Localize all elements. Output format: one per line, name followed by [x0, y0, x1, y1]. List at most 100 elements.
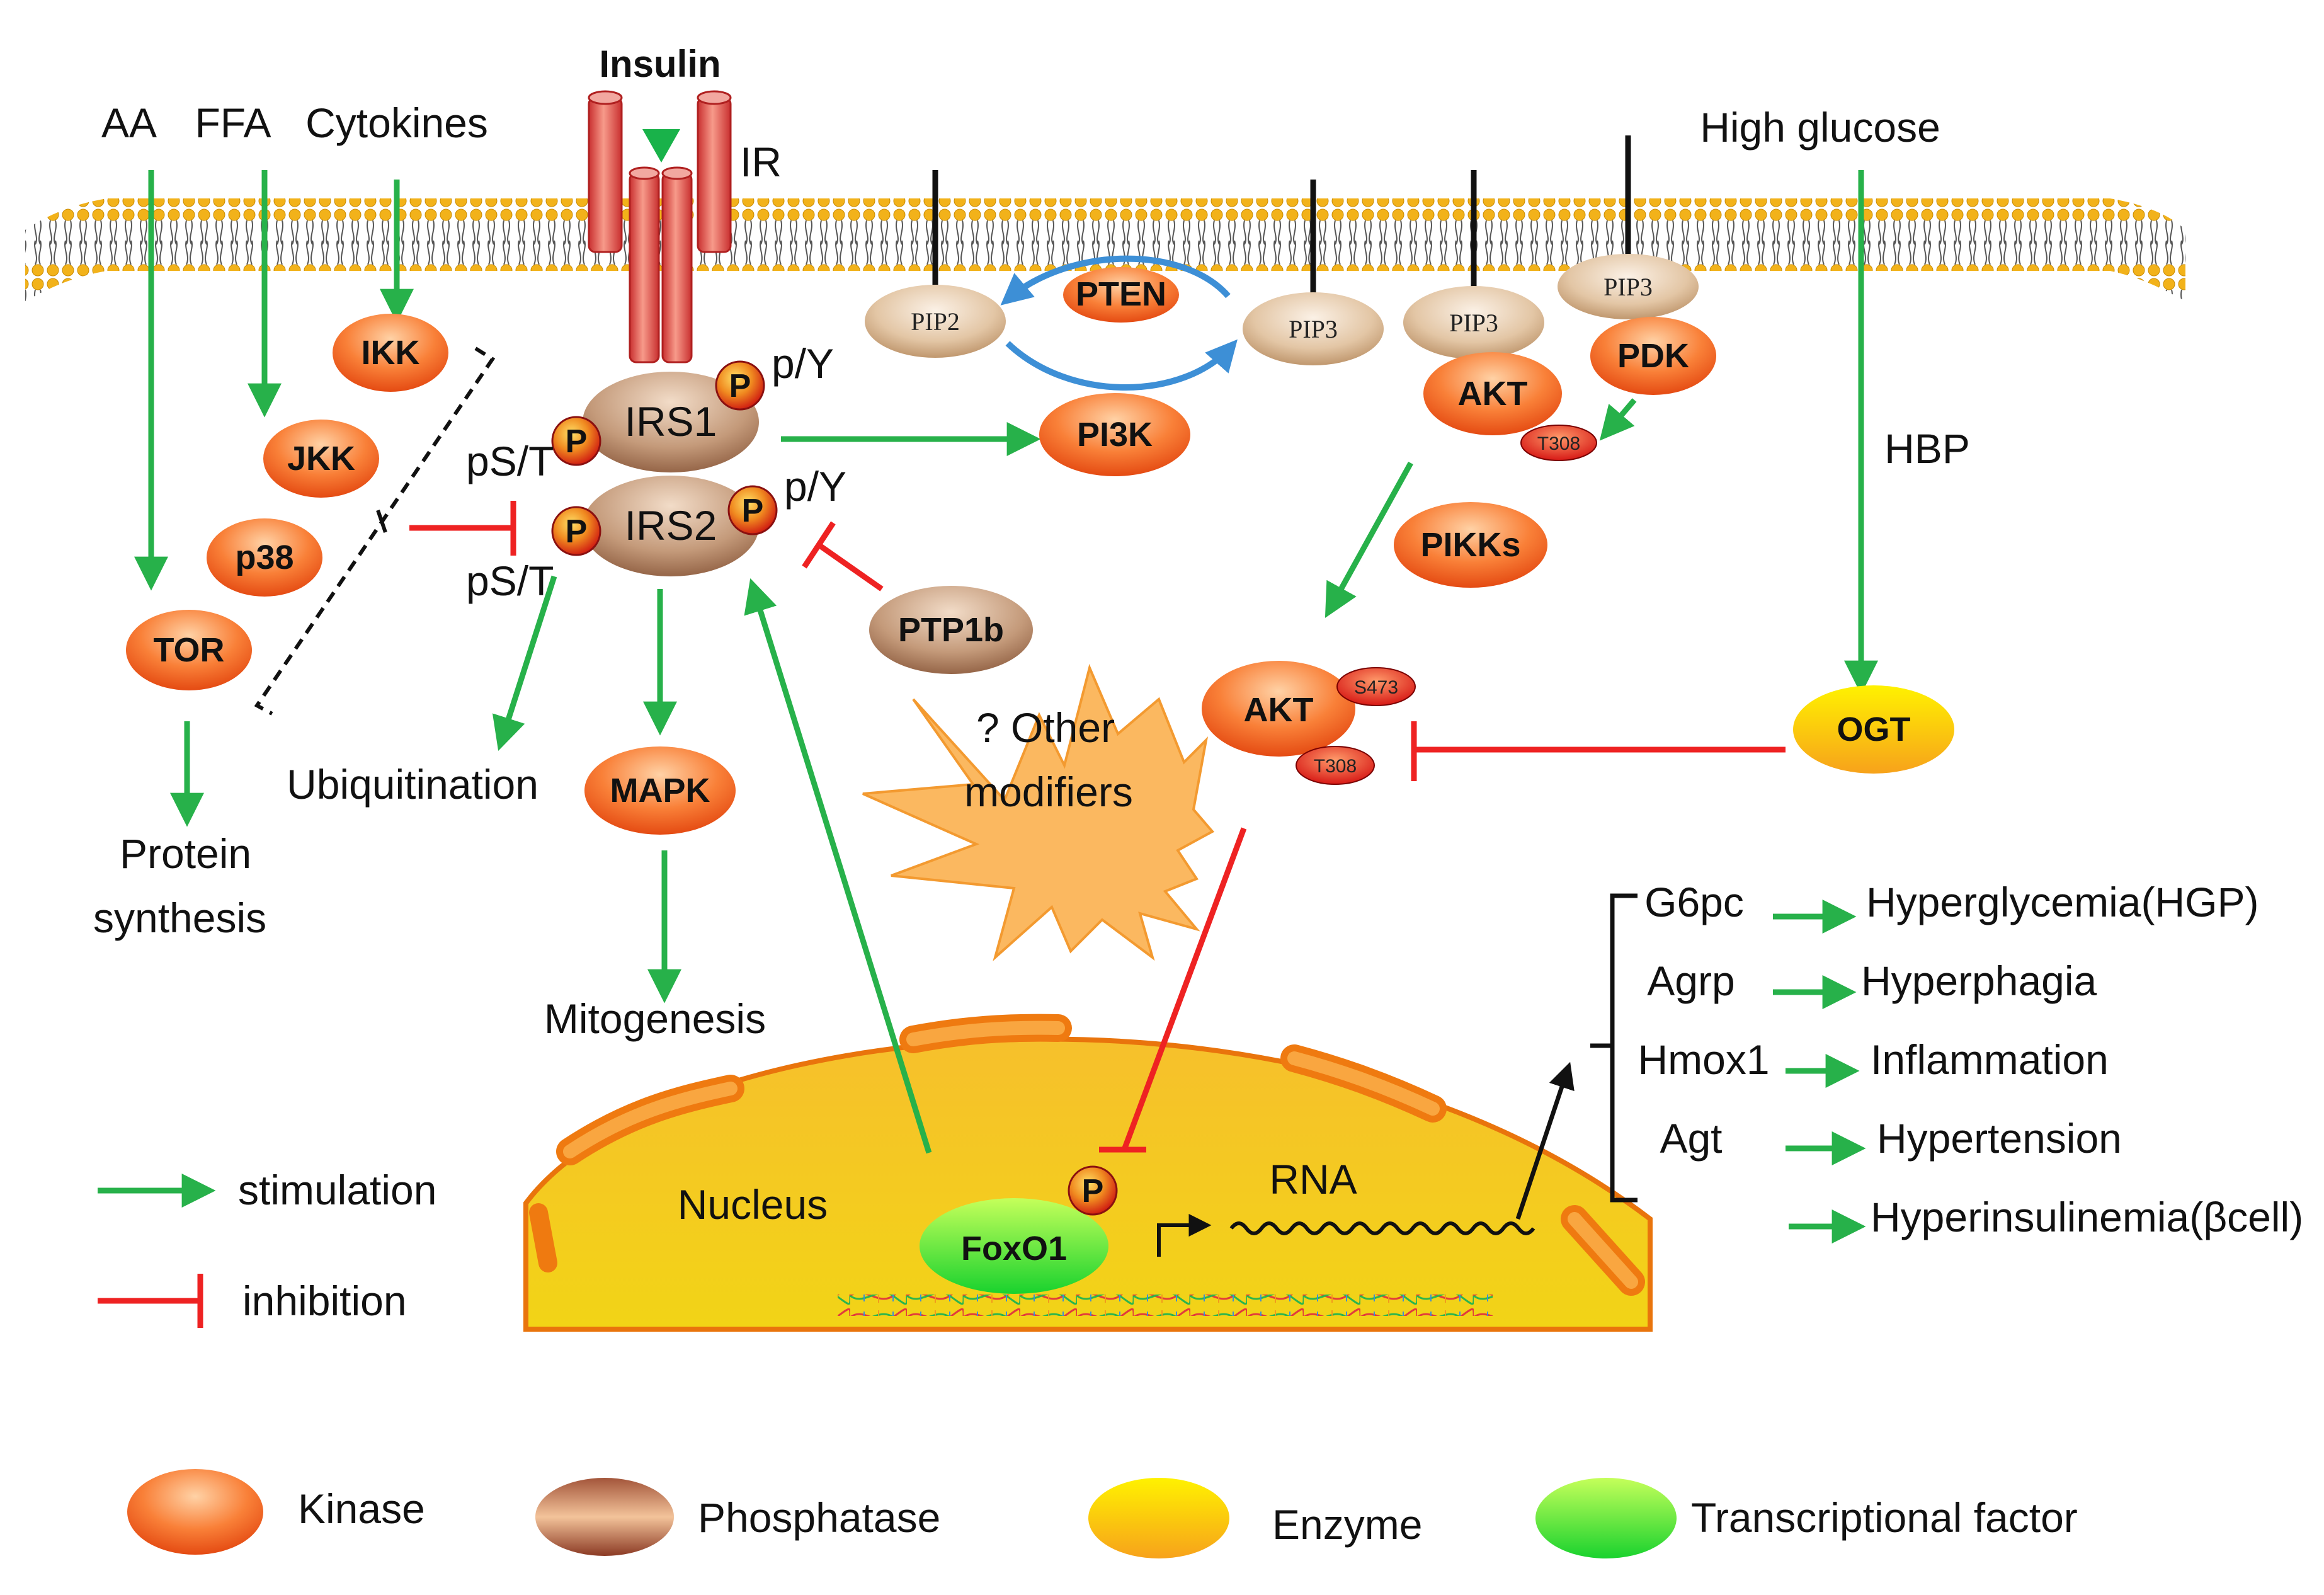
ogt-node: OGT — [1793, 685, 1954, 774]
ikk-label: IKK — [362, 334, 420, 372]
rna-strand — [1229, 1221, 1535, 1235]
effect-label: Hyperglycemia(HGP) — [1866, 879, 2258, 925]
ptp1b-inhibit-irs-bar — [802, 521, 836, 569]
pikks-label: PIKKs — [1420, 526, 1520, 564]
pip2-node: PIP2 — [865, 285, 1006, 358]
mitogenesis-label: Mitogenesis — [544, 995, 766, 1042]
irs2-node: IRS2 — [583, 476, 759, 576]
ogt-label: OGT — [1837, 711, 1911, 748]
phospho-label: P — [729, 368, 751, 404]
rna-label: RNA — [1269, 1156, 1357, 1203]
insulin-receptor — [588, 90, 732, 363]
high-glucose-label: High glucose — [1700, 104, 1940, 151]
legend-stimulation-label: stimulation — [238, 1167, 436, 1213]
pdk-node: PDK — [1590, 317, 1716, 395]
mapk-node: MAPK — [584, 746, 736, 835]
pdk-to-t308-arrow — [1599, 398, 1637, 441]
irs1-py-phospho: P — [715, 360, 765, 411]
akt-membrane-label: AKT — [1458, 375, 1528, 413]
bracket-tick — [376, 510, 387, 533]
other-modifiers-burst: ? Other modifiers — [862, 663, 1215, 961]
pip3-akt-node: PIP3 — [1403, 286, 1544, 359]
irs1-py-label: p/Y — [772, 340, 834, 387]
other-modifiers-line1: ? Other — [976, 704, 1115, 751]
target-gene-row: Hyperinsulinemia(βcell) — [1789, 1194, 2303, 1243]
target-gene-row: Hmox1 Inflammation — [1638, 1036, 2109, 1088]
ir-label: IR — [740, 139, 782, 185]
foxo1-to-irs-arrow — [744, 578, 932, 1154]
legend-transcriptional-factor: Transcriptional factor — [1535, 1478, 2078, 1558]
ptp1b-label: PTP1b — [898, 611, 1004, 649]
phospho-label: P — [742, 493, 764, 529]
target-genes-bracket — [1590, 893, 1638, 1203]
gene-label: Agt — [1660, 1115, 1722, 1162]
effect-label: Hypertension — [1877, 1115, 2122, 1162]
phospho-label: P — [566, 513, 588, 550]
rna-to-targets-arrow — [1515, 1061, 1575, 1220]
pikks-node: PIKKs — [1394, 502, 1547, 588]
pip3-label: PIP3 — [1603, 273, 1653, 301]
effect-label: Hyperinsulinemia(βcell) — [1871, 1194, 2303, 1240]
pip3-pdk-node: PIP3 — [1558, 254, 1699, 319]
foxo1-label: FoxO1 — [961, 1230, 1067, 1267]
irs1-node: IRS1 — [583, 372, 759, 472]
irs1-pst-label: pS/T — [466, 438, 554, 484]
legend-enzyme-label: Enzyme — [1272, 1501, 1422, 1548]
ptp1b-node: PTP1b — [869, 586, 1033, 674]
tor-node: TOR — [126, 610, 252, 690]
irs-to-ubiquitination-arrow — [492, 575, 557, 751]
aa-label: AA — [101, 100, 157, 146]
irs2-pst-phospho: P — [551, 506, 601, 556]
transcription-start-arrow — [1157, 1214, 1212, 1257]
effect-label: Inflammation — [1871, 1036, 2109, 1083]
irs2-py-label: p/Y — [784, 463, 846, 510]
phospho-label: P — [1082, 1173, 1104, 1209]
protein-synthesis-line1: Protein — [120, 830, 251, 877]
jkk-label: JKK — [287, 440, 355, 477]
ikk-node: IKK — [333, 314, 448, 392]
pi3k-node: PI3K — [1039, 393, 1190, 476]
effect-label: Hyperphagia — [1861, 958, 2097, 1004]
t308-label: T308 — [1314, 756, 1357, 777]
pdk-label: PDK — [1617, 337, 1689, 375]
legend-enzyme: Enzyme — [1088, 1478, 1422, 1558]
mapk-label: MAPK — [610, 772, 710, 809]
akt-inhibit-foxo1-line — [1121, 827, 1247, 1151]
p38-label: p38 — [235, 539, 293, 576]
pip3-label: PIP3 — [1449, 309, 1498, 337]
target-gene-row: Agt Hypertension — [1660, 1115, 2122, 1165]
insulin-label: Insulin — [599, 43, 721, 85]
foxo1-node: FoxO1 — [920, 1198, 1108, 1294]
phospho-label: P — [566, 423, 588, 460]
legend-inhibition-label: inhibition — [242, 1278, 407, 1324]
tor-label: TOR — [153, 631, 224, 669]
irs1-label: IRS1 — [625, 398, 717, 445]
insulin-ligand-triangle — [642, 129, 680, 163]
pten-node: PTEN — [1063, 267, 1179, 323]
legend-kinase: Kinase — [127, 1469, 425, 1555]
irs2-py-phospho: P — [727, 485, 778, 535]
pten-label: PTEN — [1076, 275, 1166, 313]
pip3-label: PIP3 — [1289, 315, 1338, 343]
pip3-pten-node: PIP3 — [1243, 292, 1384, 365]
ubiquitination-label: Ubiquitination — [287, 761, 538, 808]
legend-phosphatase-label: Phosphatase — [698, 1494, 940, 1541]
legend-transcriptional-factor-label: Transcriptional factor — [1691, 1494, 2078, 1541]
stress-kinase-bracket — [254, 346, 496, 716]
pi3k-label: PI3K — [1077, 416, 1153, 454]
other-modifiers-line2: modifiers — [964, 769, 1133, 815]
legend-kinase-label: Kinase — [298, 1485, 425, 1532]
protein-synthesis-line2: synthesis — [93, 895, 266, 941]
irs2-pst-label: pS/T — [466, 557, 554, 604]
pten-cycle — [1000, 255, 1238, 391]
cell-membrane — [25, 198, 2185, 301]
akt-activation-arrow — [1324, 461, 1413, 619]
s473-tag: S473 — [1336, 667, 1416, 706]
target-gene-row: Agrp Hyperphagia — [1647, 958, 2097, 1009]
hbp-label: HBP — [1884, 425, 1970, 472]
ffa-label: FFA — [195, 100, 271, 146]
foxo1-phospho: P — [1068, 1165, 1118, 1216]
t308-membrane-label: T308 — [1537, 433, 1580, 454]
